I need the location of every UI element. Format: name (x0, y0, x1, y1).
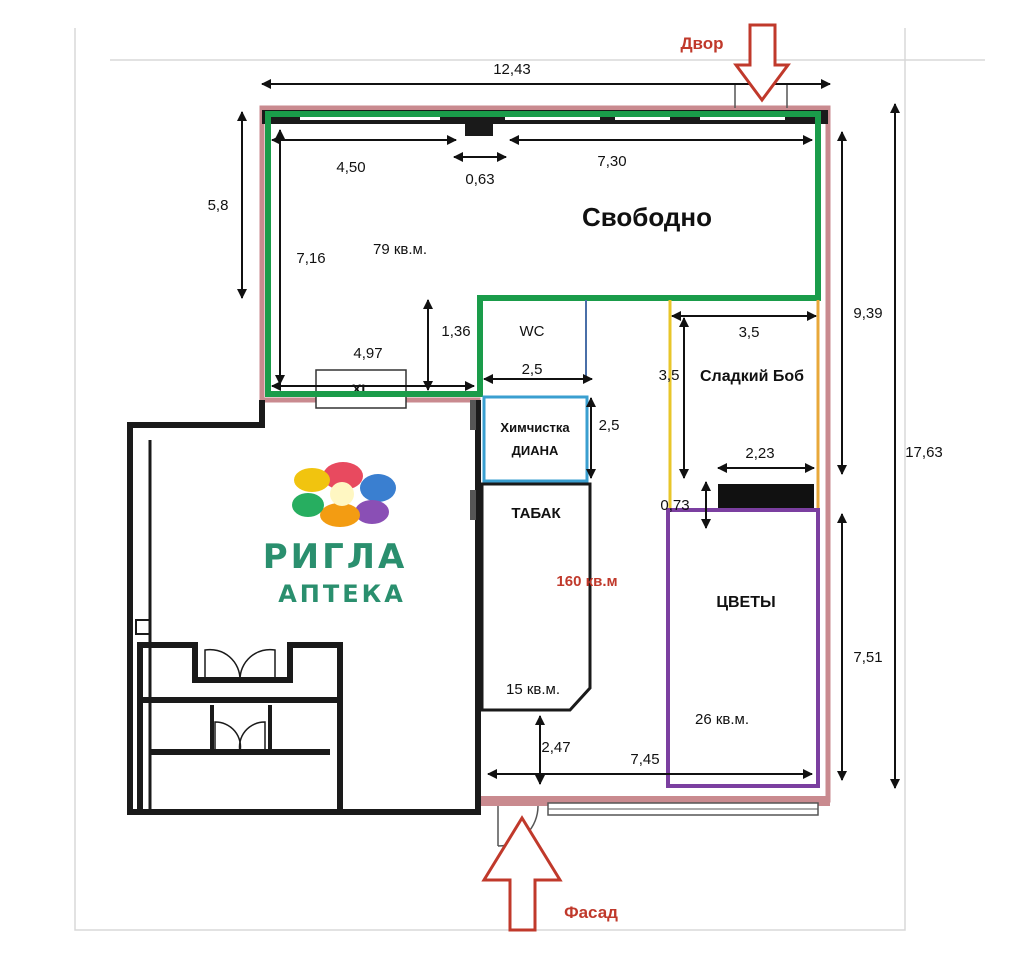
room-free-area: 79 кв.м. (373, 241, 427, 258)
zone-cvety-outline (666, 508, 820, 788)
column (465, 120, 493, 136)
dim-wc-width: 2,5 (522, 361, 543, 378)
direction-bottom: Фасад (564, 903, 618, 922)
direction-top: Двор (680, 34, 723, 53)
logo-line1: РИГЛА (263, 537, 408, 577)
dim-entrance-depth: 2,47 (541, 739, 570, 756)
zone-himchistka-outline (482, 395, 589, 483)
dim-total-height: 17,63 (905, 444, 943, 461)
room-himchistka-line1: Химчистка (500, 420, 570, 435)
room-sladkiy-label: Сладкий Боб (700, 368, 804, 385)
flower-icon (292, 462, 396, 527)
facade-arrow-icon (481, 815, 563, 932)
dim-seg-left: 4,50 (336, 159, 365, 176)
yard-arrow-icon (733, 23, 791, 103)
partition-post-1 (470, 400, 476, 430)
dim-gap-height: 0,73 (660, 497, 689, 514)
dim-sladkiy-height: 3,5 (659, 367, 680, 384)
dim-left-height: 5,8 (208, 197, 229, 214)
dim-counter-width: 2,23 (745, 445, 774, 462)
main-area-label: 160 кв.м (556, 573, 617, 590)
dim-seg-bottom-left: 4,97 (353, 345, 382, 362)
facade-wall (478, 796, 830, 806)
pharmacy-doors (204, 648, 276, 753)
room-himchistka-line2: ДИАНА (512, 443, 559, 458)
zone-free-outline (265, 111, 821, 397)
room-cvety-label: ЦВЕТЫ (716, 594, 775, 611)
dimension-lines (237, 79, 900, 789)
partition-post-2 (470, 490, 476, 520)
logo-line2: АПТЕКА (278, 580, 406, 608)
dim-seg-right: 7,30 (597, 153, 626, 170)
room-wc-label: WC (520, 323, 545, 340)
dim-upper-height: 9,39 (853, 305, 882, 322)
counter (718, 484, 814, 508)
zone-tabak-outline (480, 482, 592, 712)
dim-sladkiy-width: 3,5 (739, 324, 760, 341)
dim-bottom-width: 7,45 (630, 751, 659, 768)
room-free-label: Свободно (582, 202, 712, 232)
dim-himchistka-height: 2,5 (599, 417, 620, 434)
dim-step-height: 1,36 (441, 323, 470, 340)
background-frame (74, 28, 985, 931)
room-cvety-area: 26 кв.м. (695, 711, 749, 728)
dim-inner-height: 7,16 (296, 250, 325, 267)
room-tabak-area: 15 кв.м. (506, 681, 560, 698)
room-tabak-label: ТАБАК (511, 505, 561, 522)
dim-total-width: 12,43 (493, 61, 531, 78)
dim-seg-mid: 0,63 (465, 171, 494, 188)
rigla-logo: РИГЛА АПТЕКА (263, 462, 408, 608)
pharmacy-building (127, 400, 481, 815)
dim-lower-height: 7,51 (853, 649, 882, 666)
